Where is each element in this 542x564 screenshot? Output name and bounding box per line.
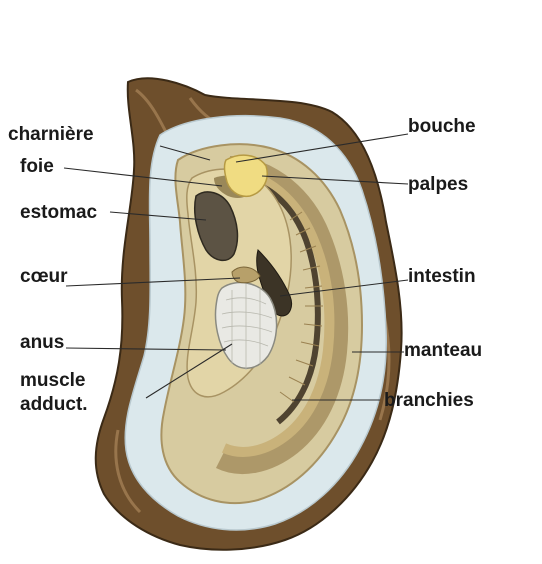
label-intestin: intestin — [408, 266, 476, 287]
label-estomac: estomac — [20, 202, 98, 223]
label-bouche: bouche — [408, 116, 476, 137]
label-manteau: manteau — [404, 340, 482, 361]
palps — [225, 155, 268, 196]
label-palpes: palpes — [408, 174, 468, 195]
label-muscle-line2: adduct. — [20, 394, 88, 415]
label-foie: foie — [20, 156, 54, 177]
label-coeur: cœur — [20, 266, 68, 287]
label-branchies: branchies — [384, 390, 474, 411]
label-charniere: charnière — [8, 124, 94, 145]
label-anus: anus — [20, 332, 64, 353]
label-muscle-line1: muscle — [20, 370, 85, 391]
